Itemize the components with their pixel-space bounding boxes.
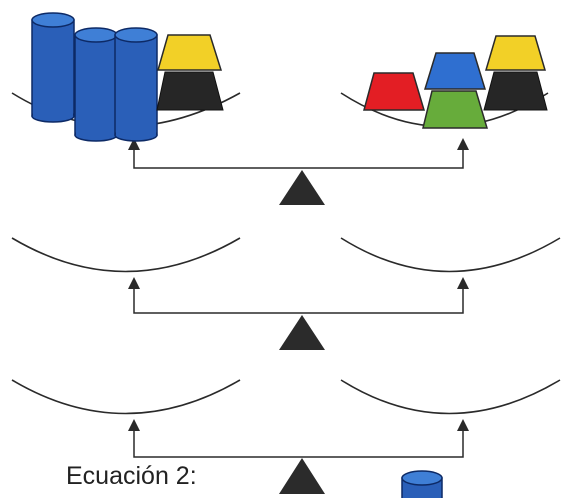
- left-arrow: [128, 419, 140, 431]
- green-trapezoid: [422, 90, 489, 129]
- balance-beam: [133, 430, 464, 458]
- left-arrow: [128, 138, 140, 150]
- right-pan: [340, 237, 561, 273]
- balance-beam: [133, 287, 464, 314]
- balance-beam: [133, 145, 464, 169]
- black-trapezoid: [156, 71, 224, 111]
- right-arrow: [457, 138, 469, 150]
- balance-1: [11, 12, 549, 205]
- fulcrum: [279, 458, 325, 494]
- black-trapezoid: [483, 71, 548, 111]
- left-pan: [11, 379, 241, 415]
- blue-cylinder: [31, 12, 75, 123]
- left-arrow: [128, 277, 140, 289]
- left-pan: [11, 237, 241, 273]
- fulcrum: [279, 315, 325, 350]
- balance-2: [11, 237, 561, 350]
- blue-cylinder: [74, 27, 118, 142]
- yellow-trapezoid: [484, 35, 547, 71]
- blue-cylinder: [401, 470, 443, 498]
- right-pan: [340, 379, 561, 415]
- red-trapezoid: [363, 72, 426, 111]
- balance-3: [11, 379, 561, 498]
- fulcrum: [279, 170, 325, 205]
- right-arrow: [457, 277, 469, 289]
- yellow-trapezoid: [157, 34, 223, 71]
- blue-trapezoid: [423, 52, 487, 90]
- equation-caption: Ecuación 2:: [66, 462, 197, 490]
- blue-cylinder: [114, 27, 158, 142]
- right-arrow: [457, 419, 469, 431]
